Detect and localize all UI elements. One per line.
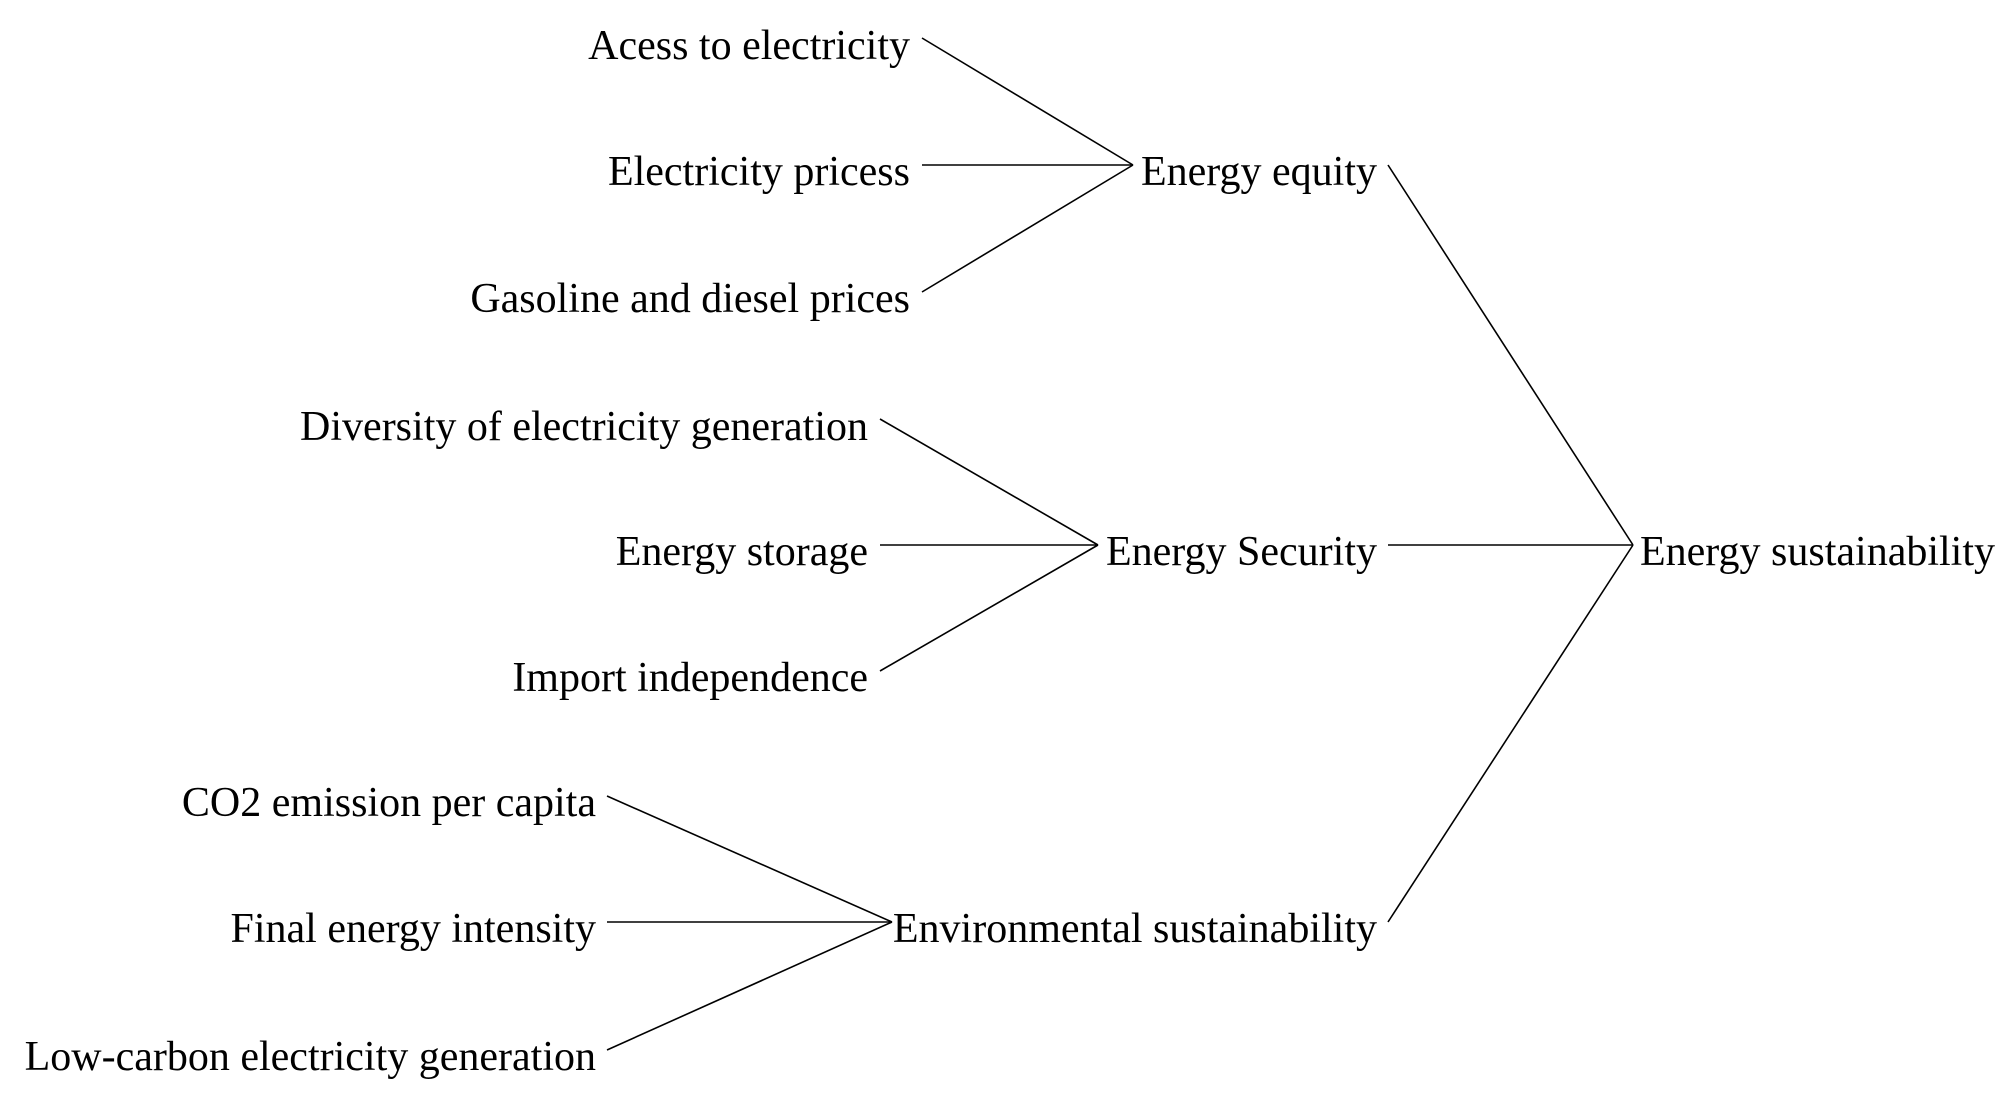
edge-equity-root [1387, 164, 1634, 546]
indicator-import-independence: Import independence [512, 655, 868, 701]
edge-lowcarbon-environment [606, 921, 893, 1051]
edge-access-equity [921, 37, 1134, 166]
edge-gasoline-equity [921, 164, 1134, 293]
edge-co2-environment [606, 795, 893, 923]
indicator-low-carbon-generation: Low-carbon electricity generation [24, 1034, 596, 1080]
dimension-energy-security: Energy Security [1106, 529, 1377, 575]
indicator-energy-storage: Energy storage [615, 529, 868, 575]
edge-import-security [879, 544, 1099, 672]
indicator-electricity-prices: Electricity pricess [607, 149, 910, 195]
indicator-final-energy-intensity: Final energy intensity [230, 906, 596, 952]
edge-environment-root [1387, 544, 1634, 923]
indicator-diversity-generation: Diversity of electricity generation [300, 404, 868, 450]
indicator-gasoline-diesel-prices: Gasoline and diesel prices [470, 276, 910, 322]
root-energy-sustainability: Energy sustainability [1640, 529, 1996, 575]
dimension-energy-equity: Energy equity [1140, 149, 1377, 195]
indicator-access-to-electricity: Acess to electricity [588, 23, 910, 69]
indicator-co2-emission: CO2 emission per capita [181, 780, 596, 826]
edge-diversity-security [879, 418, 1099, 546]
dimension-environmental-sustainability: Environmental sustainability [892, 906, 1377, 952]
